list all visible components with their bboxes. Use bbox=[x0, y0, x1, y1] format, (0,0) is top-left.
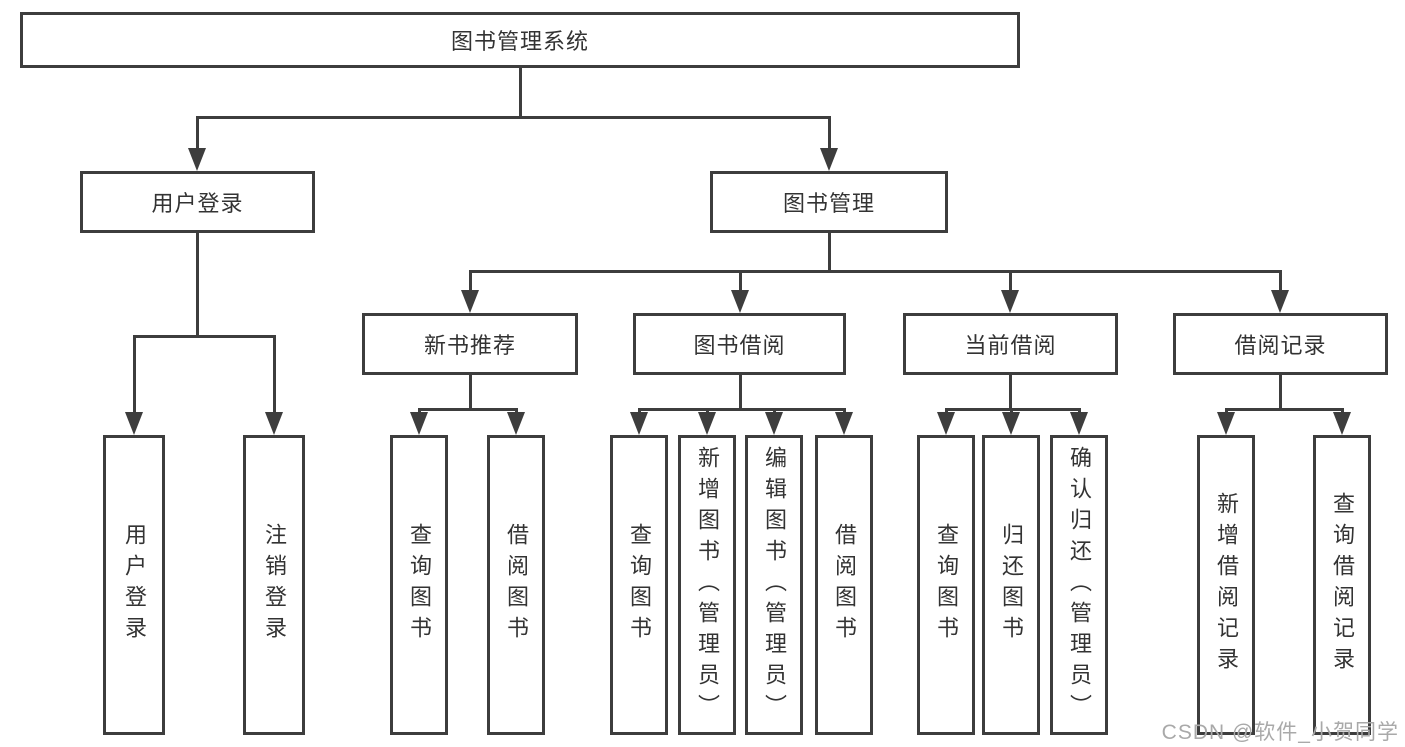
leaf-query-book-3: 查询图书 bbox=[917, 435, 975, 735]
connector-line bbox=[1278, 375, 1282, 410]
connector-line bbox=[772, 410, 776, 413]
connector-line bbox=[195, 116, 831, 119]
connector-line bbox=[705, 410, 709, 413]
arrowhead-down-icon bbox=[1333, 412, 1351, 435]
connector-line bbox=[272, 337, 276, 413]
leaf-user-login: 用户登录 bbox=[103, 435, 165, 735]
leaf-add-book-admin: 新增图书（管理员） bbox=[678, 435, 736, 735]
connector-line bbox=[195, 233, 199, 337]
connector-line bbox=[944, 408, 1081, 411]
connector-line bbox=[1278, 272, 1282, 291]
arrowhead-down-icon bbox=[1001, 290, 1019, 313]
node-user-login: 用户登录 bbox=[80, 171, 315, 233]
arrowhead-down-icon bbox=[765, 412, 783, 435]
arrowhead-down-icon bbox=[507, 412, 525, 435]
connector-line bbox=[1340, 410, 1344, 413]
arrowhead-down-icon bbox=[125, 412, 143, 435]
arrowhead-down-icon bbox=[461, 290, 479, 313]
connector-line bbox=[827, 233, 831, 272]
arrowhead-down-icon bbox=[630, 412, 648, 435]
leaf-logout: 注销登录 bbox=[243, 435, 305, 735]
arrowhead-down-icon bbox=[1002, 412, 1020, 435]
arrowhead-down-icon bbox=[820, 148, 838, 171]
arrowhead-down-icon bbox=[698, 412, 716, 435]
leaf-add-borrow-record: 新增借阅记录 bbox=[1197, 435, 1255, 735]
node-root: 图书管理系统 bbox=[20, 12, 1020, 68]
arrowhead-down-icon bbox=[265, 412, 283, 435]
leaf-query-borrow-record: 查询借阅记录 bbox=[1313, 435, 1371, 735]
connector-line bbox=[132, 335, 276, 338]
connector-line bbox=[1224, 408, 1344, 411]
connector-line bbox=[944, 410, 948, 413]
connector-line bbox=[1008, 375, 1012, 410]
leaf-query-book-2: 查询图书 bbox=[610, 435, 668, 735]
connector-line bbox=[514, 410, 518, 413]
arrowhead-down-icon bbox=[188, 148, 206, 171]
connector-line bbox=[1224, 410, 1228, 413]
connector-line bbox=[417, 408, 518, 411]
connector-line bbox=[468, 272, 472, 291]
node-borrow-records: 借阅记录 bbox=[1173, 313, 1388, 375]
arrowhead-down-icon bbox=[731, 290, 749, 313]
leaf-edit-book-admin: 编辑图书（管理员） bbox=[745, 435, 803, 735]
connector-line bbox=[738, 272, 742, 291]
connector-line bbox=[132, 337, 136, 413]
node-new-book-recommend: 新书推荐 bbox=[362, 313, 578, 375]
connector-line bbox=[827, 118, 831, 149]
connector-line bbox=[1008, 272, 1012, 291]
watermark: CSDN @软件_小贺同学 bbox=[1161, 721, 1399, 744]
arrowhead-down-icon bbox=[835, 412, 853, 435]
connector-line bbox=[417, 410, 421, 413]
connector-line bbox=[518, 68, 522, 118]
connector-line bbox=[842, 410, 846, 413]
connector-line bbox=[637, 408, 846, 411]
connector-line bbox=[637, 410, 641, 413]
connector-line bbox=[195, 118, 199, 149]
node-book-management: 图书管理 bbox=[710, 171, 948, 233]
connector-line bbox=[468, 375, 472, 410]
arrowhead-down-icon bbox=[1070, 412, 1088, 435]
arrowhead-down-icon bbox=[410, 412, 428, 435]
connector-line bbox=[1077, 410, 1081, 413]
arrowhead-down-icon bbox=[937, 412, 955, 435]
connector-line bbox=[1009, 410, 1013, 413]
node-book-borrow: 图书借阅 bbox=[633, 313, 846, 375]
connector-line bbox=[468, 270, 1282, 273]
arrowhead-down-icon bbox=[1271, 290, 1289, 313]
connector-line bbox=[738, 375, 742, 410]
leaf-borrow-book-2: 借阅图书 bbox=[815, 435, 873, 735]
arrowhead-down-icon bbox=[1217, 412, 1235, 435]
leaf-confirm-return-admin: 确认归还（管理员） bbox=[1050, 435, 1108, 735]
leaf-query-book-1: 查询图书 bbox=[390, 435, 448, 735]
leaf-return-book: 归还图书 bbox=[982, 435, 1040, 735]
node-current-borrow: 当前借阅 bbox=[903, 313, 1118, 375]
leaf-borrow-book-1: 借阅图书 bbox=[487, 435, 545, 735]
